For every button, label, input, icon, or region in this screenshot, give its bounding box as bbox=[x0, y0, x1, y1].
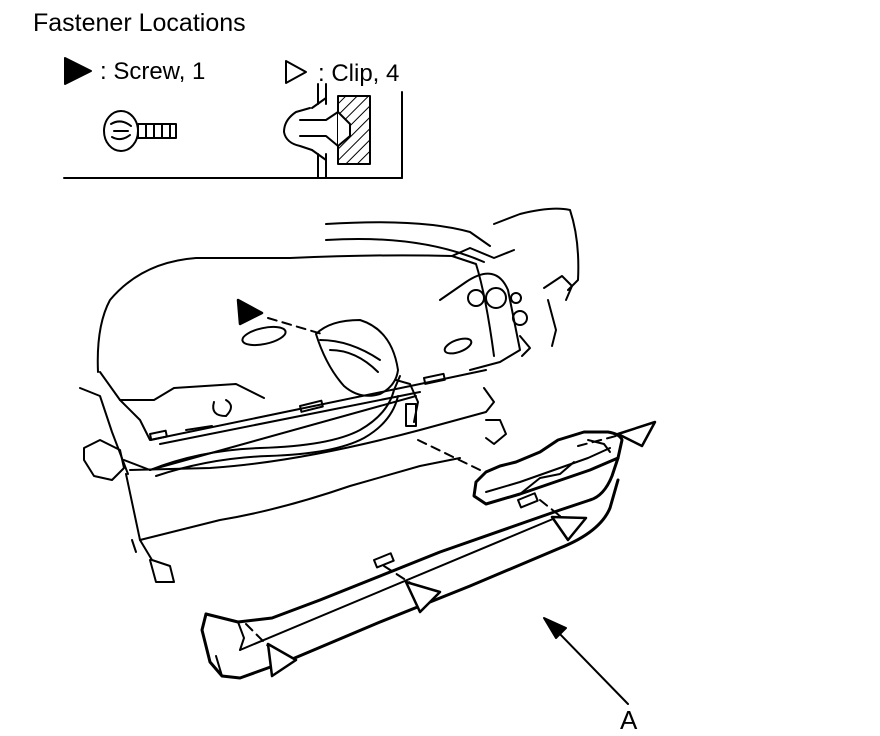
screw-illustration bbox=[103, 110, 177, 152]
wire-harness bbox=[149, 375, 419, 477]
leader-lines bbox=[245, 317, 617, 647]
legend-box bbox=[63, 91, 403, 179]
screw-marker-icon bbox=[236, 298, 264, 326]
seat-cushion bbox=[79, 221, 495, 475]
callout-arrow bbox=[543, 617, 629, 705]
clip-marker-icon bbox=[550, 515, 588, 542]
fastener-markers bbox=[236, 298, 657, 678]
seat-hinge bbox=[439, 207, 580, 371]
clip-marker-icon bbox=[404, 580, 442, 614]
clip-legend-label: : Clip, 4 bbox=[318, 60, 400, 87]
clip-illustration bbox=[283, 83, 371, 179]
clip-legend-icon bbox=[285, 60, 307, 84]
clip-marker-icon bbox=[616, 420, 657, 448]
seat-frame bbox=[83, 369, 507, 583]
part-a-cover bbox=[200, 430, 624, 680]
callout-label-a: A bbox=[620, 705, 638, 735]
clip-marker-icon bbox=[266, 642, 298, 678]
diagram-title: Fastener Locations bbox=[33, 9, 246, 37]
screw-legend-icon bbox=[64, 57, 92, 85]
screw-legend-label: : Screw, 1 bbox=[100, 58, 206, 85]
